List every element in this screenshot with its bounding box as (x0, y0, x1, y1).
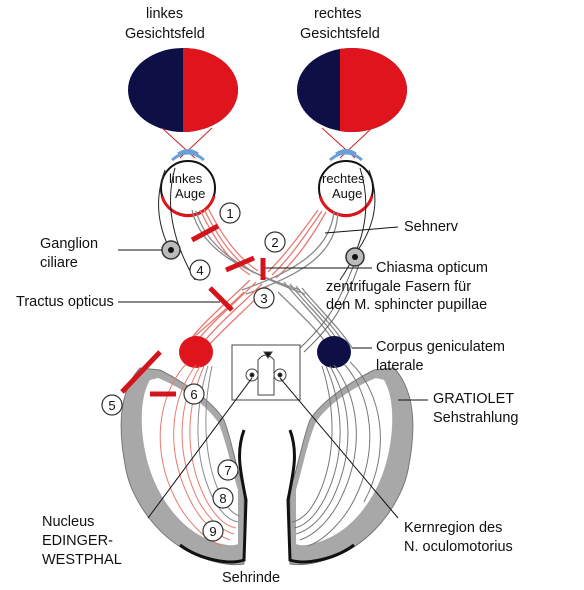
lesion-number-9: 9 (203, 521, 223, 541)
svg-text:1: 1 (226, 206, 233, 221)
lesion-number-8: 8 (213, 488, 233, 508)
svg-text:8: 8 (219, 491, 226, 506)
lesion-number-6: 6 (184, 384, 204, 404)
right-eye-label-2: Auge (332, 186, 362, 201)
nucleus-label-3: WESTPHAL (42, 552, 122, 569)
chiasma-label: Chiasma opticum (376, 260, 488, 277)
lesion-number-2: 2 (265, 232, 285, 252)
kernregion-label-1: Kernregion des (404, 520, 502, 537)
left-field-label-2: Gesichtsfeld (125, 26, 205, 43)
cortex-right (290, 368, 413, 565)
nucleus-label-1: Nucleus (42, 514, 94, 531)
nucleus-label-2: EDINGER- (42, 533, 113, 550)
sehrinde-label: Sehrinde (222, 570, 280, 587)
gratiolet-label-1: GRATIOLET (433, 391, 514, 408)
lesion-markers (122, 226, 263, 394)
lesion-number-3: 3 (254, 288, 274, 308)
lesion-number-5: 5 (102, 395, 122, 415)
zentrifugal-label-2: den M. sphincter pupillae (326, 297, 487, 314)
kernregion-label-2: N. oculomotorius (404, 539, 513, 556)
svg-text:7: 7 (224, 463, 231, 478)
svg-text:5: 5 (108, 398, 115, 413)
left-lgn (179, 336, 213, 368)
svg-text:4: 4 (196, 263, 203, 278)
right-field-label-2: Gesichtsfeld (300, 26, 380, 43)
svg-text:3: 3 (260, 291, 267, 306)
svg-text:6: 6 (190, 387, 197, 402)
tractus-label: Tractus opticus (16, 294, 114, 311)
svg-text:2: 2 (271, 235, 278, 250)
corpus-label-1: Corpus geniculatem (376, 339, 505, 356)
optic-tract-left (186, 280, 268, 346)
right-lgn (317, 336, 351, 368)
right-eye-label-1: rechtes (322, 171, 365, 186)
zentrifugal-label-1: zentrifugale Fasern für (326, 279, 471, 296)
lesion-number-4: 4 (190, 260, 210, 280)
left-ciliary-ganglion (162, 241, 180, 259)
left-eye-label-2: Auge (175, 186, 205, 201)
lesion-number-7: 7 (218, 460, 238, 480)
corpus-label-2: laterale (376, 358, 424, 375)
right-visual-field (297, 40, 410, 140)
left-field-label-1: linkes (146, 6, 183, 23)
ganglion-label-1: Ganglion (40, 236, 98, 253)
left-visual-field (128, 40, 243, 140)
left-eye-label-1: linkes (169, 171, 202, 186)
ganglion-label-2: ciliare (40, 255, 78, 272)
sehnerv-label: Sehnerv (404, 219, 458, 236)
lesion-number-1: 1 (220, 203, 240, 223)
gratiolet-label-2: Sehstrahlung (433, 410, 518, 427)
right-field-label-1: rechtes (314, 6, 362, 23)
svg-text:9: 9 (209, 524, 216, 539)
right-ciliary-ganglion (346, 248, 364, 266)
lens-accents (172, 151, 362, 161)
optic-nerve-fibers-gray (192, 210, 338, 294)
